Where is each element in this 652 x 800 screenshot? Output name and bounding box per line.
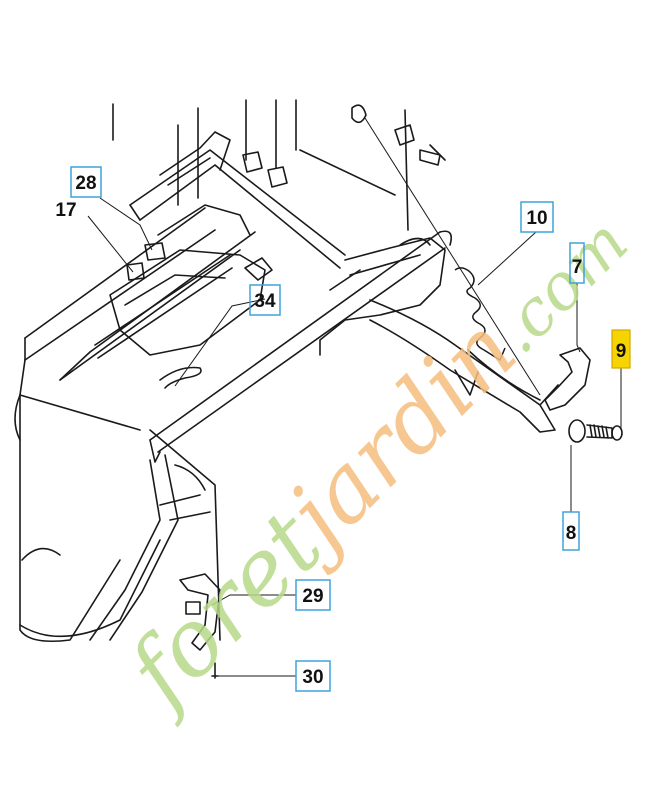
callout-box [70,166,102,198]
callout-number: 30 [302,667,323,688]
callout-number: 17 [55,200,76,221]
callout-7[interactable]: 7 [569,242,585,284]
callout-17[interactable]: 17 [55,200,76,221]
callout-10[interactable]: 10 [520,201,554,233]
highlight-box [611,329,631,369]
callout-box [295,579,331,611]
callout-number: 9 [616,341,627,362]
callout-box [562,511,580,551]
callout-number: 7 [572,257,583,278]
callout-number: 28 [75,173,96,194]
callout-number: 10 [526,208,547,229]
callout-8[interactable]: 8 [562,511,580,551]
callout-box [295,660,331,692]
spring-drawing [454,267,506,362]
callout-box [249,284,281,316]
callout-box [520,201,554,233]
callout-number: 29 [302,586,323,607]
leader-lines [87,117,622,677]
callout-number: 8 [566,523,577,544]
callout-9-highlighted[interactable]: 9 [611,329,631,369]
callout-34[interactable]: 34 [249,284,281,316]
callout-28[interactable]: 28 [70,166,102,198]
callout-number: 34 [254,291,276,312]
callout-box [569,242,585,284]
frame-drawing [14,99,623,679]
callout-30[interactable]: 30 [295,660,331,692]
callout-29[interactable]: 29 [295,579,331,611]
